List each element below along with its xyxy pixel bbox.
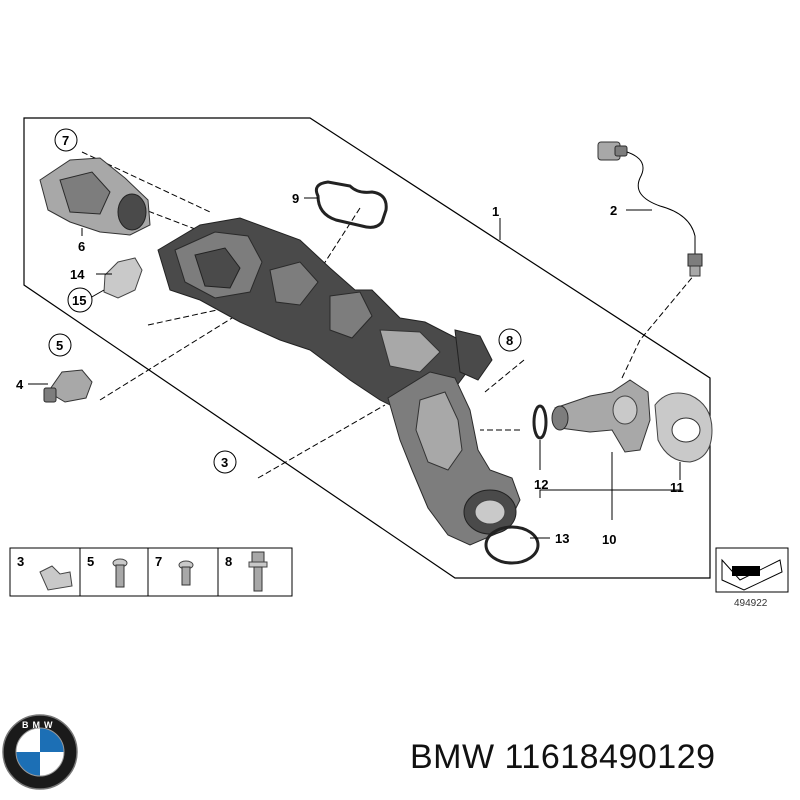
assembly-frame bbox=[23, 117, 711, 579]
small-parts-legend: 3 5 7 8 bbox=[9, 547, 293, 597]
callout-8: 8 bbox=[506, 333, 513, 348]
callout-2: 2 bbox=[610, 203, 617, 218]
callout-leaders bbox=[28, 197, 681, 539]
callout-7: 7 bbox=[62, 133, 69, 148]
callout-12: 12 bbox=[534, 477, 548, 492]
callout-1: 1 bbox=[492, 204, 499, 219]
part-11-gasket bbox=[654, 392, 713, 463]
legend-label-3: 3 bbox=[17, 554, 24, 569]
brand-part-number-caption: BMW 11618490129 bbox=[410, 738, 716, 776]
bmw-logo: BMW bbox=[2, 714, 78, 790]
part-14-bracket bbox=[103, 257, 143, 299]
callout-labels: 1 2 3 4 5 6 7 8 9 10 11 12 13 14 15 bbox=[16, 128, 684, 547]
part-13-o-ring bbox=[484, 525, 540, 565]
callout-4: 4 bbox=[16, 377, 24, 392]
callout-9: 9 bbox=[292, 191, 299, 206]
callout-14: 14 bbox=[70, 267, 85, 282]
legend-clip-3 bbox=[39, 565, 73, 591]
reference-number: 494922 bbox=[734, 598, 768, 609]
part-10-egr-valve bbox=[551, 379, 651, 453]
legend-label-7: 7 bbox=[155, 554, 162, 569]
part-9-gasket bbox=[314, 180, 388, 229]
callout-13: 13 bbox=[555, 531, 569, 546]
callout-11: 11 bbox=[670, 480, 684, 495]
part-2-temp-sensor bbox=[597, 141, 703, 277]
reference-symbol bbox=[715, 547, 789, 593]
legend-screw-7 bbox=[178, 560, 194, 586]
part-6-actuator bbox=[39, 157, 151, 236]
intake-manifold bbox=[157, 217, 493, 411]
part-4-sensor bbox=[43, 369, 93, 403]
callout-10: 10 bbox=[602, 532, 616, 547]
callout-6: 6 bbox=[78, 239, 85, 254]
legend-label-8: 8 bbox=[225, 554, 232, 569]
bmw-logo-lettering: BMW bbox=[22, 720, 57, 730]
part-12-o-ring bbox=[532, 404, 548, 440]
intake-elbow bbox=[387, 371, 521, 546]
legend-label-5: 5 bbox=[87, 554, 94, 569]
legend-screw-5 bbox=[112, 558, 128, 588]
callout-5: 5 bbox=[56, 338, 63, 353]
legend-bolt-8 bbox=[248, 551, 268, 592]
callout-15: 15 bbox=[72, 293, 86, 308]
callout-3: 3 bbox=[221, 455, 228, 470]
